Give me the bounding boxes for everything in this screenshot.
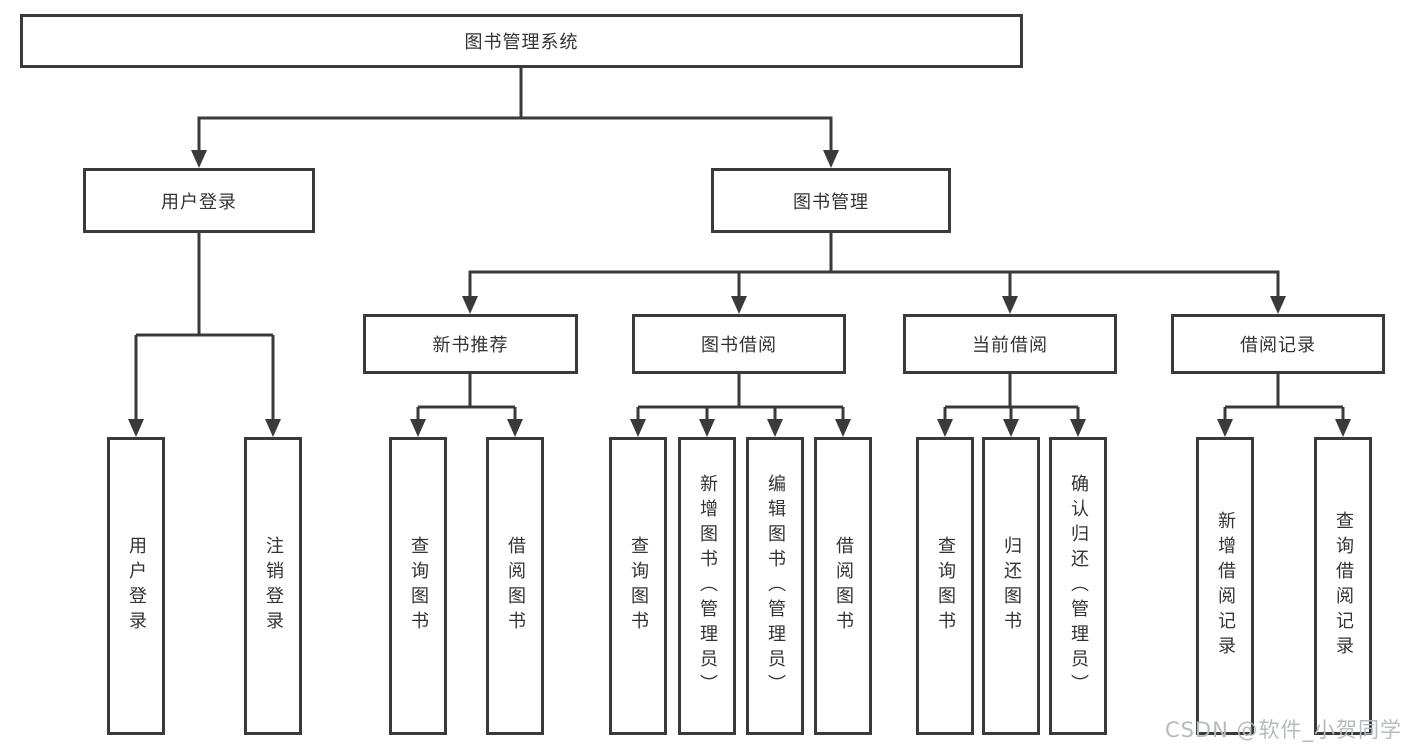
node-borrowing-records: 借阅记录 — [1171, 314, 1385, 374]
node-book-borrowing: 图书借阅 — [632, 314, 846, 374]
leaf-query-books-borrowing: 查询图书 — [609, 437, 667, 735]
leaf-query-books-recommend: 查询图书 — [389, 437, 447, 735]
leaf-confirm-return-admin: 确认归还（管理员） — [1049, 437, 1107, 735]
leaf-borrow-books-borrowing: 借阅图书 — [814, 437, 872, 735]
node-book-management: 图书管理 — [711, 168, 951, 233]
leaf-edit-books-admin: 编辑图书（管理员） — [746, 437, 804, 735]
leaf-add-books-admin: 新增图书（管理员） — [678, 437, 736, 735]
leaf-borrow-books-recommend: 借阅图书 — [486, 437, 544, 735]
node-user-login: 用户登录 — [83, 168, 315, 233]
node-library-management-system: 图书管理系统 — [20, 14, 1023, 68]
leaf-query-books-current: 查询图书 — [916, 437, 974, 735]
leaf-query-borrow-record: 查询借阅记录 — [1314, 437, 1372, 735]
node-new-book-recommend: 新书推荐 — [363, 314, 578, 374]
node-current-borrowing: 当前借阅 — [903, 314, 1117, 374]
leaf-return-books: 归还图书 — [982, 437, 1040, 735]
leaf-user-login: 用户登录 — [107, 437, 165, 735]
leaf-add-borrow-record: 新增借阅记录 — [1196, 437, 1254, 735]
leaf-logout: 注销登录 — [244, 437, 302, 735]
csdn-watermark: CSDN @软件_小贺同学 — [1164, 718, 1402, 742]
